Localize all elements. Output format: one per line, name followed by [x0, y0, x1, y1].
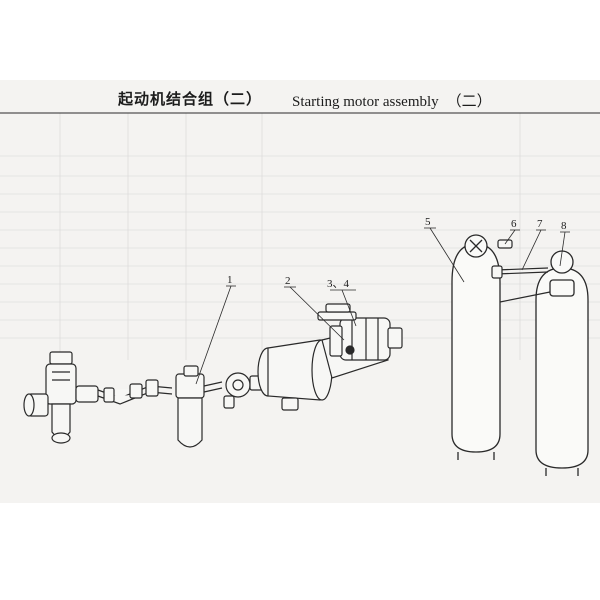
- pressure-regulator-valve: [23, 351, 99, 444]
- part-1-oil-water-separator: [175, 365, 223, 448]
- page-title-english-suffix: （二）: [446, 92, 492, 110]
- connecting-pipe: [97, 379, 173, 405]
- part-7-connecting-pipe: [491, 265, 551, 303]
- leader-lines: [195, 227, 570, 385]
- callout-3-4: 3、4: [327, 278, 349, 290]
- callout-6: 6: [511, 218, 517, 230]
- callout-1: 1: [227, 274, 233, 286]
- page-title-chinese: 起动机结合组（二）: [118, 90, 263, 108]
- page-title-english-text: Starting motor assembly: [292, 94, 439, 110]
- part-5-air-cylinder-left: [451, 234, 501, 460]
- callout-8: 8: [561, 220, 567, 232]
- starting-motor: [257, 303, 403, 411]
- page-title-english: Starting motor assembly （二）: [292, 90, 492, 111]
- callout-7: 7: [537, 218, 543, 230]
- callout-2: 2: [285, 275, 291, 287]
- ghost-table-grid: [0, 112, 600, 360]
- callout-5: 5: [425, 216, 431, 228]
- part-8-air-cylinder-right: [535, 250, 589, 476]
